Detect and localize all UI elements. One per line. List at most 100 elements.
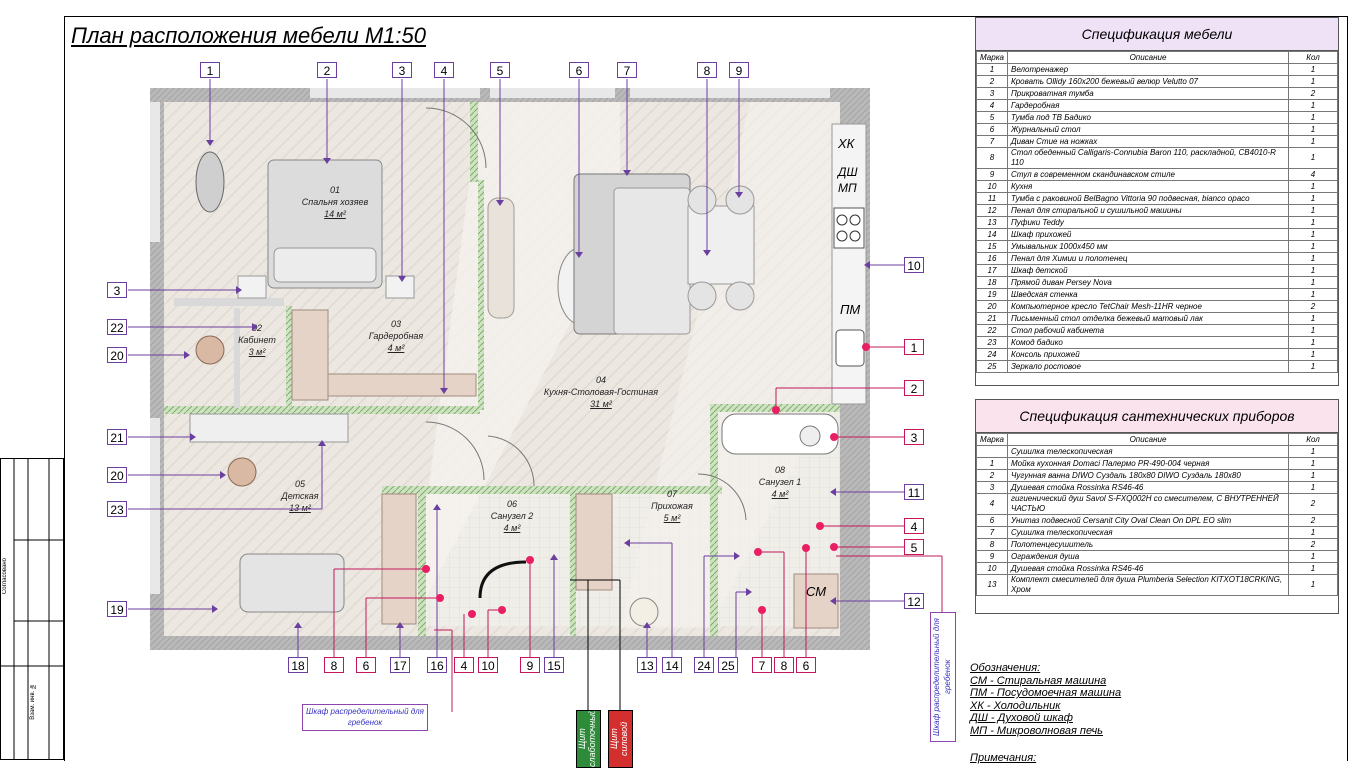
marker-top-4: 4 (434, 62, 454, 78)
row-qty: 1 (1288, 550, 1338, 563)
row-mark: 1 (976, 63, 1008, 76)
row-mark: 4 (976, 493, 1008, 515)
row-mark: 6 (976, 123, 1008, 136)
marker-left-21: 21 (107, 429, 127, 445)
row-mark: 25 (976, 360, 1008, 373)
row-mark: 10 (976, 562, 1008, 575)
row-description: гигиенический душ Savol S-FXQ002H со сме… (1007, 493, 1289, 515)
row-qty: 1 (1288, 147, 1338, 169)
row-qty: 1 (1288, 481, 1338, 494)
legend-title: Обозначения: (970, 662, 1041, 674)
fridge-label: ХК (838, 136, 855, 151)
sheet-frame (64, 16, 1348, 761)
row-description: Пенал для Химии и полотенец (1007, 252, 1289, 265)
row-description: Гардеробная (1007, 99, 1289, 112)
marker-top-2: 2 (317, 62, 337, 78)
marker-right-11: 11 (904, 484, 924, 500)
marker-left-23: 23 (107, 501, 127, 517)
row-qty: 1 (1288, 288, 1338, 301)
row-description: Комод бадико (1007, 336, 1289, 349)
row-mark: 11 (976, 192, 1008, 205)
row-qty: 2 (1288, 538, 1338, 551)
row-description: Прямой диван Persey Nova (1007, 276, 1289, 289)
row-qty: 1 (1288, 135, 1338, 148)
row-mark: 7 (976, 526, 1008, 539)
row-description: Шкаф детской (1007, 264, 1289, 277)
marker-top-9: 9 (729, 62, 749, 78)
row-mark: 21 (976, 312, 1008, 325)
marker-top-7: 7 (617, 62, 637, 78)
row-description: Кровать Ollidy 160х200 бежевый велюр Vel… (1007, 75, 1289, 88)
marker-top-6: 6 (569, 62, 589, 78)
marker-right-1: 1 (904, 339, 924, 355)
marker-bottom-4: 4 (454, 657, 474, 673)
marker-bottom-18: 18 (288, 657, 308, 673)
row-mark: 4 (976, 99, 1008, 112)
marker-right-12: 12 (904, 593, 924, 609)
marker-bottom-8b: 8 (774, 657, 794, 673)
marker-left-20a: 20 (107, 347, 127, 363)
row-qty: 1 (1288, 216, 1338, 229)
row-mark: 14 (976, 228, 1008, 241)
row-mark: 18 (976, 276, 1008, 289)
row-qty: 1 (1288, 469, 1338, 482)
row-description: Мойка кухонная Domaci Палермо PR-490-004… (1007, 457, 1289, 470)
plumbing-spec-table: Спецификация сантехнических приборов Мар… (975, 399, 1339, 614)
row-qty: 1 (1288, 63, 1338, 76)
marker-right-5: 5 (904, 539, 924, 555)
row-qty: 2 (1288, 300, 1338, 313)
row-mark: 17 (976, 264, 1008, 277)
row-qty: 1 (1288, 111, 1338, 124)
row-mark: 9 (976, 550, 1008, 563)
marker-bottom-24: 24 (694, 657, 714, 673)
row-description: Сушилка телескопическая (1007, 445, 1289, 458)
col-header-qty: Кол (1288, 433, 1338, 446)
row-mark: 8 (976, 147, 1008, 169)
marker-top-5: 5 (490, 62, 510, 78)
row-qty: 1 (1288, 228, 1338, 241)
plumbing-spec-title: Спецификация сантехнических приборов (976, 400, 1338, 433)
marker-right-10: 10 (904, 257, 924, 273)
marker-bottom-10: 10 (478, 657, 498, 673)
row-qty: 1 (1288, 360, 1338, 373)
plumbing-spec-grid: Марка Описание Кол Сушилка телескопическ… (976, 433, 1338, 596)
row-mark: 7 (976, 135, 1008, 148)
row-mark: 24 (976, 348, 1008, 361)
row-qty: 1 (1288, 180, 1338, 193)
marker-right-4: 4 (904, 518, 924, 534)
marker-bottom-25: 25 (718, 657, 738, 673)
row-qty: 1 (1288, 574, 1338, 596)
row-description: Чугунная ванна DIWO Суздаль 180х80 DIWO … (1007, 469, 1289, 482)
marker-right-3: 3 (904, 429, 924, 445)
marker-left-3: 3 (107, 282, 127, 298)
row-description: Стул в современном скандинавском стиле (1007, 168, 1289, 181)
row-description: Полотенцесушитель (1007, 538, 1289, 551)
notes-label: Примечания: (970, 752, 1037, 764)
marker-top-3: 3 (392, 62, 412, 78)
furniture-spec-title: Спецификация мебели (976, 18, 1338, 51)
row-description: Тумба с раковиной BelBagno Vittoria 90 п… (1007, 192, 1289, 205)
low-current-panel: Щит слаботочный (576, 710, 601, 768)
row-qty: 1 (1288, 445, 1338, 458)
row-qty: 1 (1288, 276, 1338, 289)
col-header-mark: Марка (976, 51, 1008, 64)
row-description: Письменный стол отделка бежевый матовый … (1007, 312, 1289, 325)
row-qty: 1 (1288, 457, 1338, 470)
row-mark: 13 (976, 216, 1008, 229)
